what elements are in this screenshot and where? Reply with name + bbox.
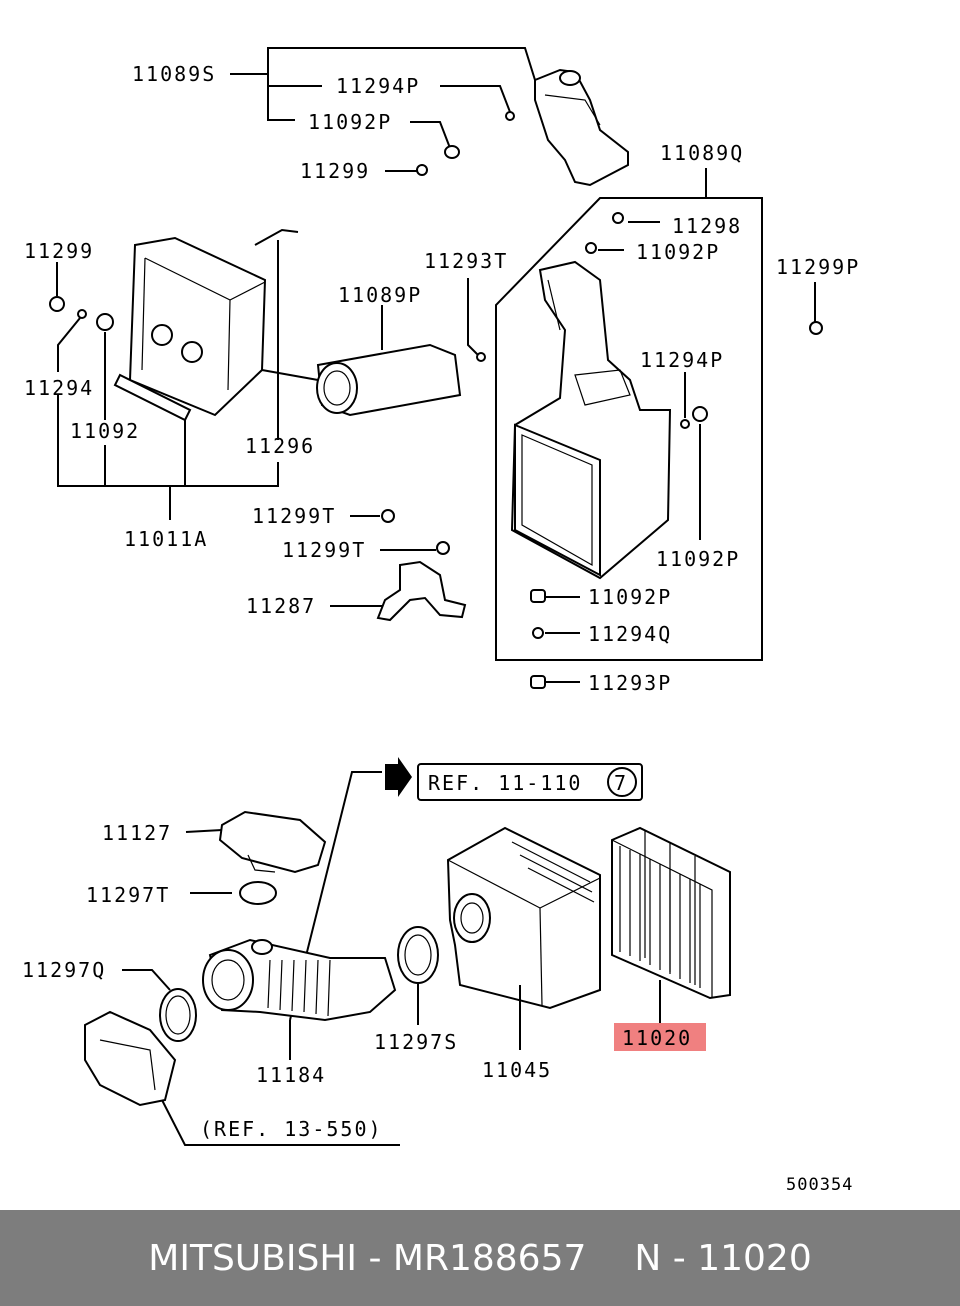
footer-brand-part-number: MITSUBISHI - MR188657 xyxy=(148,1237,587,1279)
label-11294P-top: 11294P xyxy=(336,74,420,98)
label-11299-top: 11299 xyxy=(300,159,370,183)
bracket-11287 xyxy=(376,560,467,622)
air-cleaner-case-11011A xyxy=(113,236,267,422)
air-filter-element-11020 xyxy=(611,826,731,1000)
label-11294Q: 11294Q xyxy=(588,622,672,646)
air-cleaner-cover-11045 xyxy=(446,826,601,1010)
parts-diagram: 11089S 11294P 11092P 11299 11299 11294 1… xyxy=(22,47,860,1195)
label-11092P-r2: 11092P xyxy=(656,547,740,571)
label-11297Q: 11297Q xyxy=(22,958,106,982)
intake-hose-11184 xyxy=(202,938,397,1022)
highlight-11020 xyxy=(614,1023,706,1051)
ref-11-110: REF. 11-110 xyxy=(428,771,582,795)
label-11294-left: 11294 xyxy=(24,376,94,400)
label-11127: 11127 xyxy=(102,821,172,845)
footer-reference-number: N - 11020 xyxy=(634,1237,812,1279)
label-11294P-r: 11294P xyxy=(640,348,724,372)
intake-duct-11089S xyxy=(534,68,629,187)
label-11089S: 11089S xyxy=(132,62,216,86)
label-11092P-top: 11092P xyxy=(308,110,392,134)
air-cleaner-assembly-11089Q xyxy=(510,260,672,580)
label-11296: 11296 xyxy=(245,434,315,458)
label-11299T-1: 11299T xyxy=(252,504,336,528)
label-11298: 11298 xyxy=(672,214,742,238)
label-11089P: 11089P xyxy=(338,283,422,307)
label-11299P: 11299P xyxy=(776,255,860,279)
air-duct-11089P xyxy=(316,343,462,417)
label-11045: 11045 xyxy=(482,1058,552,1082)
label-11297T: 11297T xyxy=(86,883,170,907)
label-11297S: 11297S xyxy=(374,1030,458,1054)
footer-bar: MITSUBISHI - MR188657 N - 11020 xyxy=(0,1210,960,1306)
label-11293P: 11293P xyxy=(588,671,672,695)
label-11092-left: 11092 xyxy=(70,419,140,443)
label-11293T: 11293T xyxy=(424,249,508,273)
label-11089Q: 11089Q xyxy=(660,141,744,165)
throttle-body-ref-13-550 xyxy=(84,1010,177,1107)
label-11184: 11184 xyxy=(256,1063,326,1087)
label-11092P-r1: 11092P xyxy=(636,240,720,264)
label-11299T-2: 11299T xyxy=(282,538,366,562)
label-11020: 11020 xyxy=(622,1026,692,1050)
label-11092P-r3: 11092P xyxy=(588,585,672,609)
resonator-cover-11127 xyxy=(218,810,327,874)
label-11299-left: 11299 xyxy=(24,239,94,263)
ref-11-110-circle-number: 7 xyxy=(614,771,628,795)
ref-13-550: (REF. 13-550) xyxy=(200,1117,383,1141)
label-11011A: 11011A xyxy=(124,527,208,551)
diagram-code: 500354 xyxy=(786,1175,853,1195)
label-11287: 11287 xyxy=(246,594,316,618)
